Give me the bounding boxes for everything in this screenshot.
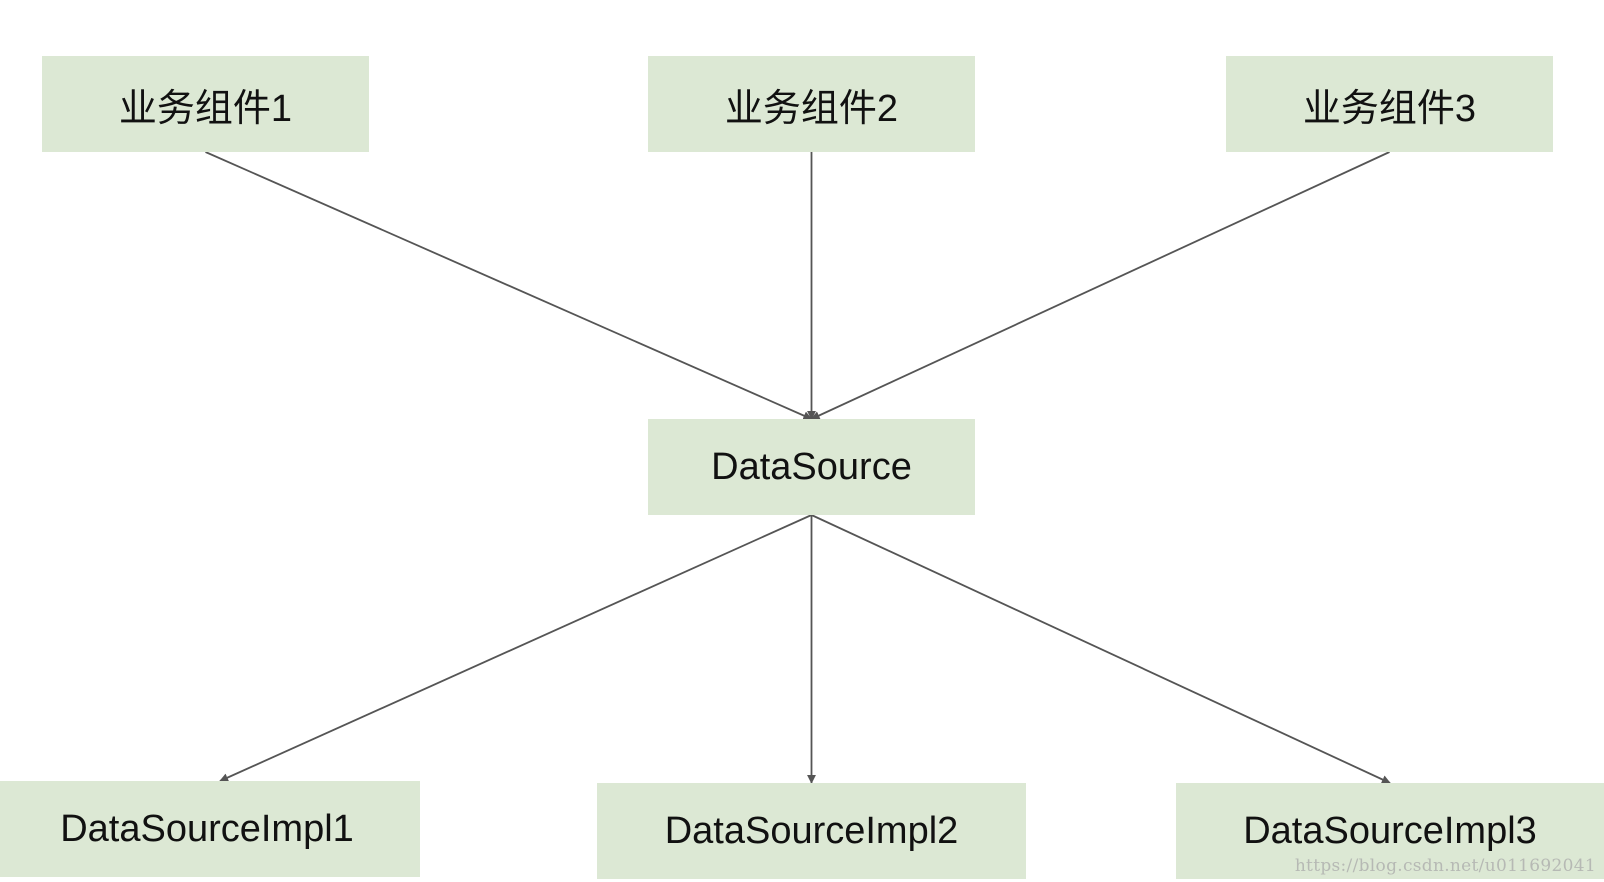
node-datasource-impl-2: DataSourceImpl2 [597,783,1026,879]
node-datasource-impl-1: DataSourceImpl1 [0,781,420,877]
node-datasource-impl-3: DataSourceImpl3 [1176,783,1604,879]
node-label: 业务组件2 [724,87,899,130]
edge-group [205,151,1391,784]
node-label: 业务组件1 [118,87,293,130]
node-label: 业务组件3 [1302,87,1477,130]
node-business-component-1: 业务组件1 [42,56,369,152]
node-label: DataSourceImpl3 [1243,809,1537,852]
arrow-component1-to-datasource [205,151,813,420]
node-label: DataSourceImpl2 [664,809,959,852]
arrow-datasource-to-impl1 [219,514,812,782]
arrow-datasource-to-impl3 [811,514,1391,784]
node-business-component-3: 业务组件3 [1226,56,1553,152]
node-business-component-2: 业务组件2 [648,56,975,152]
watermark-text: https://blog.csdn.net/u011692041 [1294,856,1596,876]
node-datasource: DataSource [648,419,975,515]
node-label: DataSourceImpl1 [60,807,354,850]
node-label: DataSource [711,445,912,488]
arrow-component3-to-datasource [810,151,1390,420]
